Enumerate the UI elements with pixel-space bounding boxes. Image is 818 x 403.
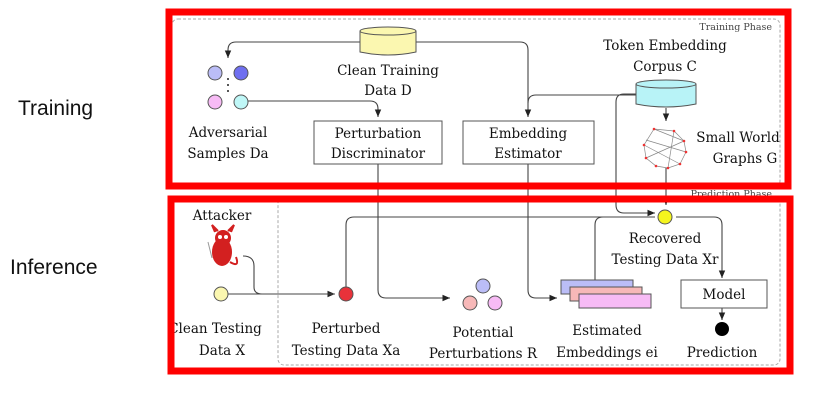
perturbed-label-1: Perturbed [312,321,381,337]
training-side-label: Training [18,97,94,120]
training-highlight-frame [165,8,792,190]
token-corpus-db-icon [635,79,697,108]
model-label: Model [703,287,746,303]
prediction-node [715,322,729,336]
adversarial-label-1: Adversarial [188,125,268,141]
training-phase-box [171,18,781,188]
small-world-graph-icon [642,127,688,170]
attacker-label: Attacker [192,208,252,224]
adversarial-samples-icon [207,65,249,110]
potential-perturbations-icon [462,278,503,311]
recovered-node [657,209,673,225]
clean-training-data-db-icon [359,26,417,56]
inference-side-label: Inference [10,256,98,279]
clean-testing-node [213,286,229,302]
inference-highlight-frame [167,195,794,375]
prediction-label: Prediction [687,345,758,361]
estimator-label-1: Embedding [489,126,568,142]
recovered-label-2: Testing Data Xr [612,252,719,268]
attacker-devil-icon [207,224,239,266]
corpus-label-2: Corpus C [633,59,697,75]
corpus-label-1: Token Embedding [603,38,727,54]
perturbed-label-2: Testing Data Xa [292,343,401,359]
potential-label-1: Potential [453,325,514,341]
estimated-label-1: Estimated [572,323,642,339]
graphs-label-1: Small World [696,130,780,146]
recovered-label-1: Recovered [629,231,702,247]
prediction-phase-label: Prediction Phase [691,189,773,200]
estimator-label-2: Estimator [494,146,562,162]
discriminator-label-1: Perturbation [335,126,422,142]
model-box [680,279,768,309]
discriminator-label-2: Discriminator [331,146,426,162]
estimated-embeddings-icon [560,279,652,309]
training-phase-label: Training Phase [699,22,772,33]
graphs-label-2: Graphs G [713,151,778,167]
clean-training-label-1: Clean Training [337,63,439,79]
perturbed-node [338,286,354,302]
estimated-label-2: Embeddings ei [556,345,658,361]
adversarial-label-2: Samples Da [187,146,268,162]
clean-testing-label-1: Clean Testing [168,321,262,337]
potential-label-2: Perturbations R [429,346,538,362]
perturbation-discriminator-box [313,120,443,165]
embedding-estimator-box [462,120,595,165]
clean-training-label-2: Data D [364,83,412,99]
clean-testing-label-2: Data X [199,343,246,359]
